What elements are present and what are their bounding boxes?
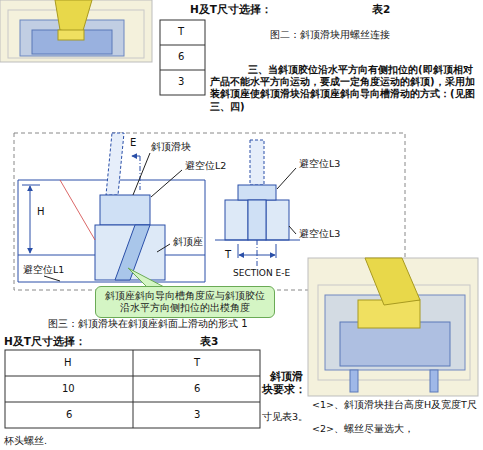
section-view <box>215 140 300 266</box>
render-top <box>0 0 152 62</box>
clearance-label: 避空位L2 <box>184 160 227 171</box>
callout-text: 斜顶座斜向导向槽角度应与斜顶胶位沿水平方向侧扣位的出模角度 <box>102 290 268 314</box>
requirement-heading: 斜顶滑块要求： <box>262 370 306 396</box>
section-paragraph: 三、当斜顶胶位沿水平方向有侧扣位的(即斜顶相对产品不能水平方向运动，要成一定角度… <box>210 64 480 113</box>
requirement-item: <1>、斜顶滑块挂台高度H及宽度T尺寸见表3。 <box>262 399 478 422</box>
part-name: 斜顶滑块 <box>150 141 192 153</box>
render-bottom <box>308 258 478 396</box>
table-number: 表3 <box>200 335 218 348</box>
part-name: 斜顶座 <box>172 236 204 248</box>
table-heading: H及T尺寸选择： <box>190 3 272 16</box>
table-cell: 6 <box>66 409 72 421</box>
dimension-label: H <box>36 206 46 218</box>
clearance-label: 避空位L3 <box>298 158 341 169</box>
left-view <box>18 133 205 282</box>
callout-tail <box>128 268 166 288</box>
section-mark: E <box>129 137 137 149</box>
table-cell: T <box>194 357 200 369</box>
table-3 <box>5 350 260 428</box>
table-cell: T <box>178 26 184 38</box>
callout-box: 斜顶座斜向导向槽角度应与斜顶胶位沿水平方向侧扣位的出模角度 <box>95 286 275 318</box>
table-number: 表2 <box>372 3 390 16</box>
table-cell: 6 <box>178 51 184 63</box>
table-cell: 3 <box>194 409 200 421</box>
table-heading: H及T尺寸选择： <box>4 335 86 348</box>
section-title: SECTION E-E <box>232 268 291 279</box>
requirement-item: <2>、螺丝尽量选大，杯头螺丝. <box>4 423 417 446</box>
clearance-label: 避空位L3 <box>298 228 341 239</box>
table-cell: 6 <box>194 383 200 395</box>
table-cell: 3 <box>178 76 184 88</box>
dimension-label: T <box>224 249 232 261</box>
figure-caption: 图三：斜顶滑块在斜顶座斜面上滑动的形式 1 <box>48 318 248 330</box>
table-cell: 10 <box>62 383 75 395</box>
clearance-label: 避空位L1 <box>22 264 65 275</box>
figure-caption: 图二：斜顶滑块用螺丝连接 <box>270 29 390 40</box>
table-2 <box>160 20 205 95</box>
table-cell: H <box>64 357 72 369</box>
